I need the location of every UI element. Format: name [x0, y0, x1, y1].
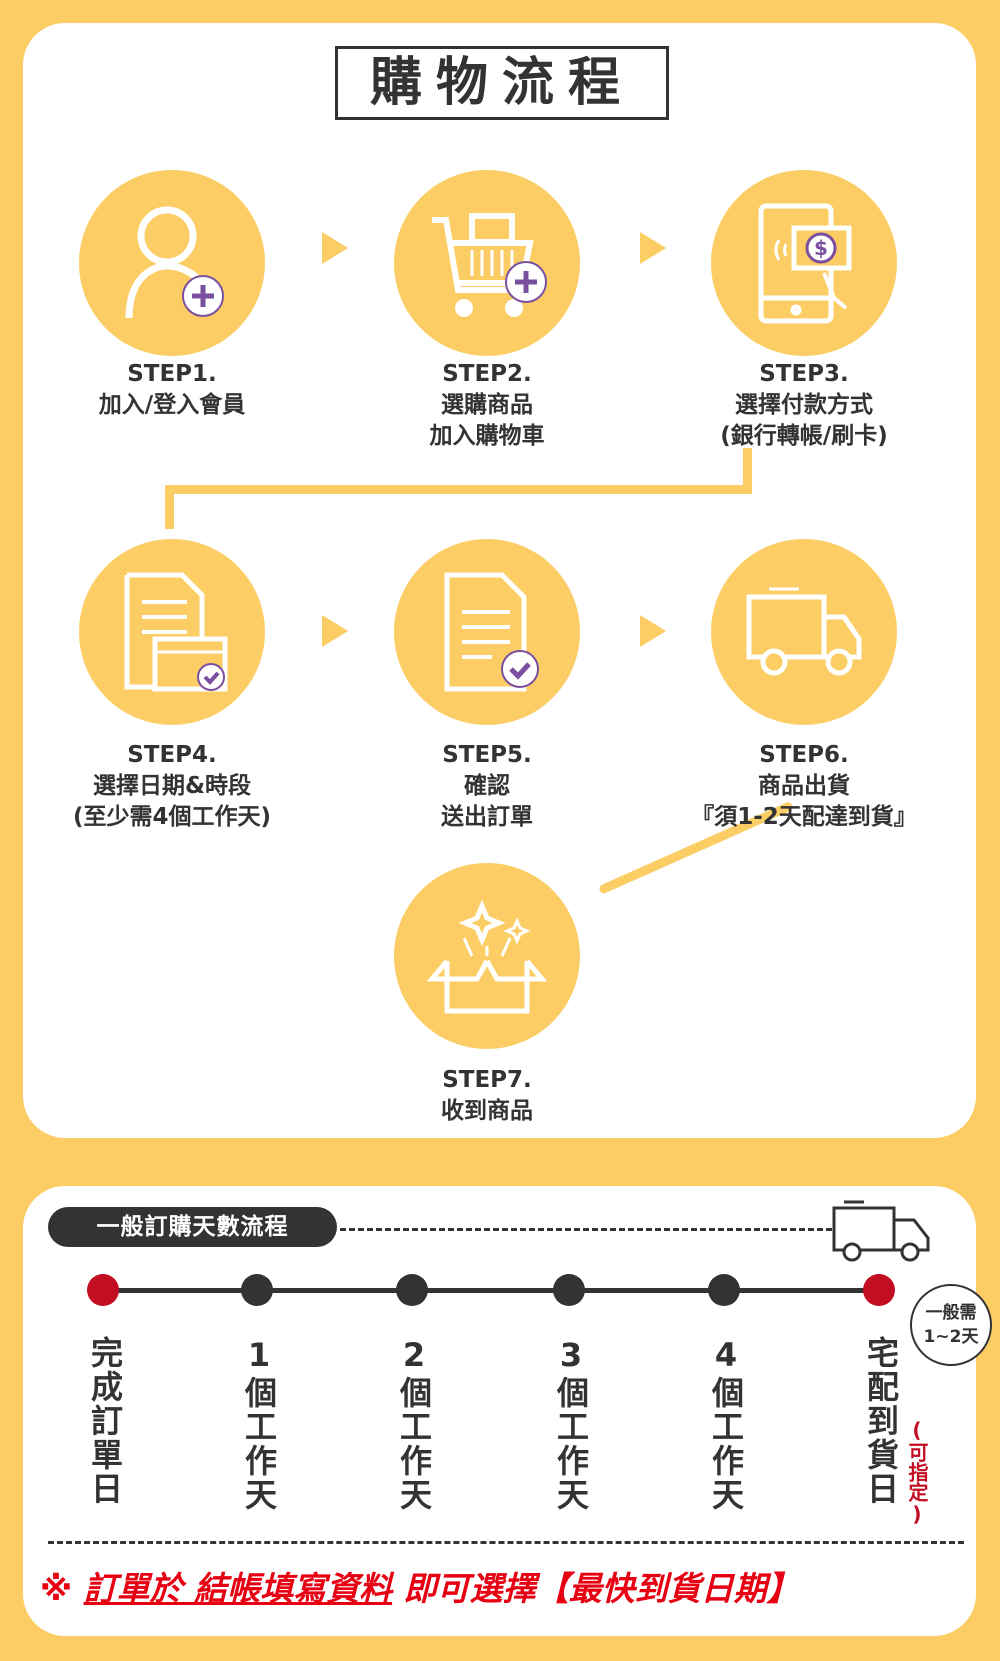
svg-text:$: $	[814, 236, 828, 260]
open-box-icon	[394, 863, 580, 1049]
step-2-label: STEP2.選購商品加入購物車	[429, 361, 545, 449]
truck-icon	[832, 1200, 930, 1262]
connector-line	[743, 448, 752, 493]
optional-note: (可指定)	[905, 1418, 929, 1526]
arrow-icon	[322, 615, 348, 647]
step-3-label: STEP3.選擇付款方式(銀行轉帳/刷卡)	[720, 361, 888, 449]
step-1-label: STEP1.加入/登入會員	[98, 361, 246, 418]
dashed-divider	[340, 1228, 832, 1231]
timeline-label: 4個工作天	[707, 1336, 745, 1512]
arrow-icon	[640, 615, 666, 647]
timeline-label: 3個工作天	[552, 1336, 590, 1512]
step-5-label: STEP5.確認送出訂單	[441, 742, 533, 830]
timeline-title: 一般訂購天數流程	[48, 1207, 337, 1247]
delivery-timeline-card	[23, 1186, 976, 1636]
timeline-dot	[863, 1274, 895, 1306]
document-calendar-icon	[79, 539, 265, 725]
timeline-dot	[708, 1274, 740, 1306]
arrow-icon	[640, 232, 666, 264]
timeline-dot	[396, 1274, 428, 1306]
timeline-label: 完成訂單日	[86, 1336, 124, 1506]
phone-payment-icon: $	[711, 170, 897, 356]
dashed-divider	[48, 1541, 964, 1544]
document-check-icon	[394, 539, 580, 725]
page-title: 購物流程	[335, 46, 669, 120]
user-add-icon	[79, 170, 265, 356]
timeline-dot	[553, 1274, 585, 1306]
order-note: ※ 訂單於 結帳填寫資料 即可選擇【最快到貨日期】	[40, 1569, 800, 1608]
step-7-label: STEP7.收到商品	[441, 1067, 533, 1124]
arrow-icon	[322, 232, 348, 264]
connector-line	[165, 485, 752, 494]
timeline-label: 2個工作天	[395, 1336, 433, 1512]
cart-add-icon	[394, 170, 580, 356]
timeline-dot	[87, 1274, 119, 1306]
timeline-label: 1個工作天	[240, 1336, 278, 1512]
truck-icon	[711, 539, 897, 725]
timeline-dot	[241, 1274, 273, 1306]
step-6-label: STEP6.商品出貨『須1-2天配達到貨』	[691, 742, 917, 830]
step-4-label: STEP4.選擇日期&時段(至少需4個工作天)	[72, 742, 272, 830]
timeline-line	[103, 1288, 879, 1293]
timeline-label: 宅配到貨日	[862, 1336, 900, 1506]
connector-line	[165, 485, 174, 529]
